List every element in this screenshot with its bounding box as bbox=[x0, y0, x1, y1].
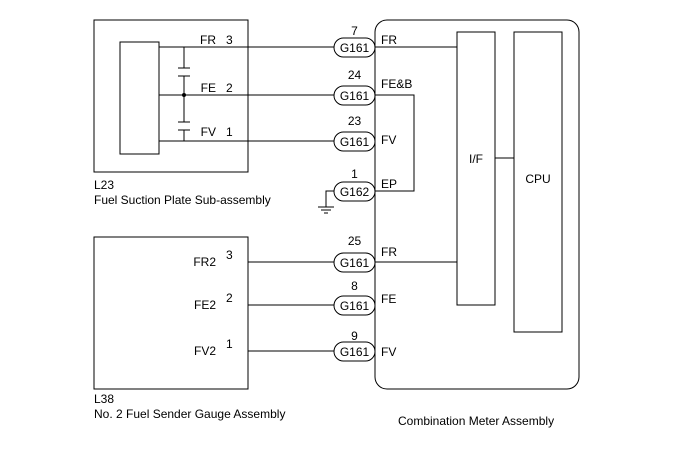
l23-pin-name-fv: FV bbox=[201, 125, 216, 139]
l38-pin-name-fr2: FR2 bbox=[193, 255, 216, 269]
l23-pin-number-fe: 2 bbox=[226, 81, 233, 95]
l38-pin-number-fv2: 1 bbox=[226, 337, 233, 351]
wires bbox=[248, 46, 457, 352]
l23-pin-name-fe: FE bbox=[201, 81, 216, 95]
connector-23: G161 23 FV bbox=[333, 114, 396, 152]
connector-8: G161 8 FE bbox=[333, 279, 396, 316]
cpu-label: CPU bbox=[525, 172, 550, 186]
svg-text:G161: G161 bbox=[340, 41, 370, 55]
svg-text:FR: FR bbox=[381, 33, 397, 47]
svg-text:7: 7 bbox=[351, 24, 358, 38]
l23-component-code: L23 bbox=[94, 178, 114, 192]
svg-text:FR: FR bbox=[381, 245, 397, 259]
l38-component-box bbox=[93, 236, 249, 390]
l23-pin-number-fr: 3 bbox=[226, 33, 233, 47]
l38-component-name: No. 2 Fuel Sender Gauge Assembly bbox=[94, 407, 285, 421]
l23-component-box bbox=[93, 19, 249, 173]
interface-block bbox=[456, 31, 496, 306]
svg-text:G162: G162 bbox=[340, 185, 370, 199]
wire-feb-ep-link bbox=[375, 94, 415, 192]
l23-pin-name-fr: FR bbox=[200, 33, 216, 47]
svg-text:9: 9 bbox=[351, 329, 358, 343]
l23-sender-element bbox=[119, 41, 160, 155]
l38-component-code: L38 bbox=[94, 392, 114, 406]
l38-pin-name-fv2: FV2 bbox=[194, 344, 216, 358]
svg-text:EP: EP bbox=[381, 177, 397, 191]
svg-text:G161: G161 bbox=[340, 135, 370, 149]
svg-text:G161: G161 bbox=[340, 256, 370, 270]
wire-ground bbox=[325, 190, 334, 207]
l23-pin-number-fv: 1 bbox=[226, 125, 233, 139]
svg-text:25: 25 bbox=[348, 234, 362, 248]
svg-text:24: 24 bbox=[348, 68, 362, 82]
l38-pin-name-fe2: FE2 bbox=[194, 298, 216, 312]
interface-label: I/F bbox=[469, 152, 483, 166]
svg-text:G161: G161 bbox=[340, 299, 370, 313]
connector-25: G161 25 FR bbox=[333, 234, 397, 273]
combination-meter-name: Combination Meter Assembly bbox=[398, 414, 554, 428]
l38-pin-number-fr2: 3 bbox=[226, 248, 233, 262]
connector-7: G161 7 FR bbox=[333, 24, 397, 58]
l23-component-name: Fuel Suction Plate Sub-assembly bbox=[94, 193, 271, 207]
svg-text:8: 8 bbox=[351, 279, 358, 293]
ground-icon bbox=[318, 206, 334, 214]
cpu-block bbox=[513, 31, 563, 333]
connector-24: G161 24 FE&B bbox=[333, 68, 412, 106]
connector-9: G161 9 FV bbox=[333, 329, 396, 362]
svg-text:FE&B: FE&B bbox=[381, 77, 412, 91]
svg-text:23: 23 bbox=[348, 114, 362, 128]
l23-internal-circuit bbox=[159, 46, 248, 142]
svg-text:FV: FV bbox=[381, 133, 396, 147]
connector-1: G162 1 EP bbox=[333, 167, 397, 202]
svg-text:G161: G161 bbox=[340, 89, 370, 103]
svg-text:FE: FE bbox=[381, 292, 396, 306]
svg-text:1: 1 bbox=[351, 167, 358, 181]
svg-text:FV: FV bbox=[381, 345, 396, 359]
svg-text:G161: G161 bbox=[340, 345, 370, 359]
l38-pin-number-fe2: 2 bbox=[226, 291, 233, 305]
